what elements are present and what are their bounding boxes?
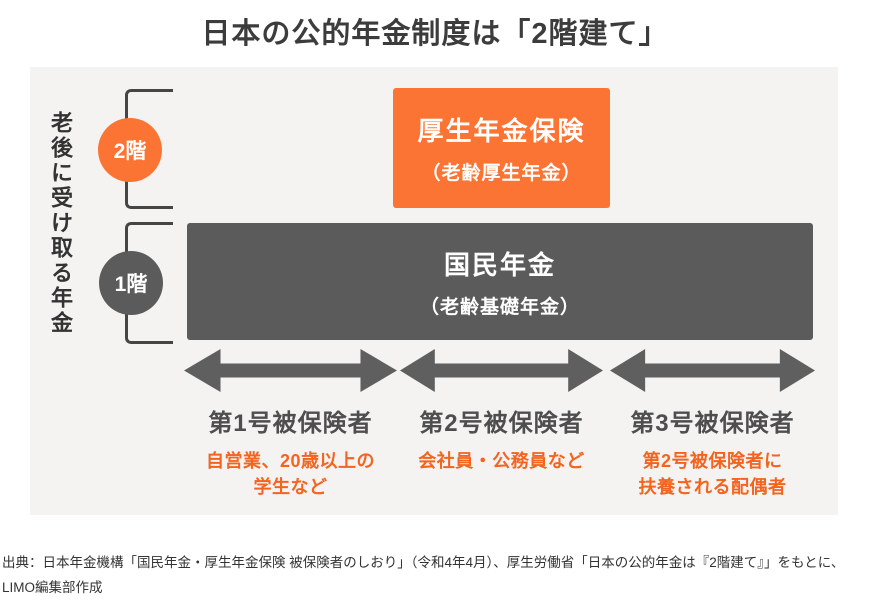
source-attribution: 出典：日本年金機構「国民年金・厚生年金保険 被保険者のしおり」（令和4年4月）、… xyxy=(2,555,845,595)
insured-category-1: 第1号被保険者 自営業、20歳以上の 学生など xyxy=(184,348,397,500)
category-description: 自営業、20歳以上の 学生など xyxy=(205,451,376,498)
category-label: 第1号被保険者 xyxy=(208,410,373,437)
kosei-nenkin-title: 厚生年金保険 xyxy=(417,116,586,146)
tier2-badge: 2階 xyxy=(98,118,162,182)
diagram-panel: 老後に受け取る年金 2階 1階 厚生年金保険 （老齢厚生年金） 国民年金 （老齢… xyxy=(30,67,838,515)
kosei-nenkin-box: 厚生年金保険 （老齢厚生年金） xyxy=(393,88,610,208)
double-arrow-icon xyxy=(610,349,815,392)
kokumin-nenkin-box: 国民年金 （老齢基礎年金） xyxy=(187,223,813,340)
kokumin-nenkin-title: 国民年金 xyxy=(443,249,556,280)
category-description: 第2号被保険者に 扶養される配偶者 xyxy=(638,451,787,498)
category-label: 第2号被保険者 xyxy=(419,410,584,437)
page-title: 日本の公的年金制度は「2階建て」 xyxy=(201,18,669,50)
double-arrow-icon xyxy=(400,349,603,392)
side-axis-label: 老後に受け取る年金 xyxy=(48,111,73,336)
insured-category-3: 第3号被保険者 第2号被保険者に 扶養される配偶者 xyxy=(610,348,815,500)
kosei-nenkin-subtitle: （老齢厚生年金） xyxy=(421,163,582,184)
tier1-badge: 1階 xyxy=(99,251,163,315)
double-arrow-icon xyxy=(184,349,397,392)
kokumin-nenkin-subtitle: （老齢基礎年金） xyxy=(419,296,580,318)
category-label: 第3号被保険者 xyxy=(630,410,795,437)
insured-category-2: 第2号被保険者 会社員・公務員など xyxy=(400,348,603,474)
category-description: 会社員・公務員など xyxy=(418,451,585,471)
